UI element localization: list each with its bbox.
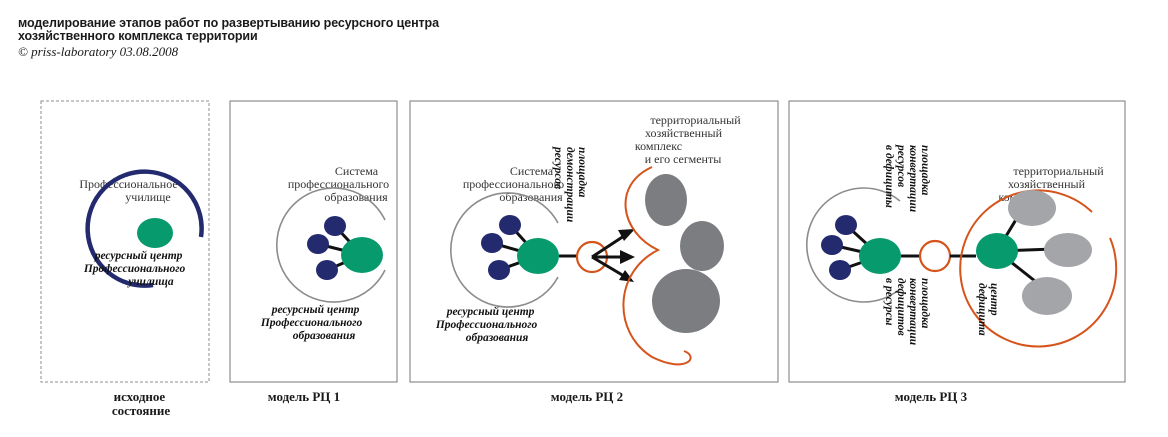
platform-ring: [918, 239, 952, 273]
panel-model-rc3: площадка конвертации ресурсов в дефициты…: [788, 100, 1126, 404]
label-education-system: Система профессионального образования: [288, 164, 392, 204]
label-territorial-complex: территориальный хозяйственный комплекс и…: [635, 113, 744, 166]
title-line-2: хозяйственного комплекса территории: [18, 29, 258, 43]
label-resource-center: ресурсный центр Профессионального училищ…: [83, 249, 188, 288]
segment: [1022, 277, 1072, 315]
navy-node: [307, 234, 329, 254]
system-ring: [450, 192, 559, 308]
deficit-center: [976, 233, 1018, 269]
panel-model-rc2: Система профессионального образования пл…: [409, 100, 779, 404]
label-resource-center: ресурсный центр Профессионального образо…: [260, 303, 365, 342]
caption-model-rc1: модель РЦ 1: [268, 389, 340, 404]
label-platform-res-to-def: площадка конвертации ресурсов в дефициты: [883, 144, 931, 215]
navy-node: [835, 215, 857, 235]
green-core: [517, 238, 559, 274]
system-ring: [806, 187, 901, 303]
segment: [1008, 190, 1056, 226]
segment: [645, 174, 687, 226]
navy-node: [499, 215, 521, 235]
green-core: [137, 218, 173, 248]
platform-demonstration: площадка демонстрации ресурсов: [552, 146, 635, 282]
panel-frame: [788, 100, 1126, 383]
green-core: [341, 237, 383, 273]
copyright: © priss-laboratory 03.08.2008: [18, 44, 179, 59]
caption-initial-state: исходное состояние: [112, 389, 171, 418]
title-line-1: моделирование этапов работ по развертыва…: [18, 16, 439, 30]
navy-node: [488, 260, 510, 280]
navy-node: [481, 233, 503, 253]
segment: [680, 221, 724, 271]
panel-frame: [229, 100, 398, 383]
label-deficit-center: центр дефицита: [976, 283, 1000, 336]
navy-node: [821, 235, 843, 255]
panel-initial-state: Профессиональное училище ресурсный центр…: [40, 100, 210, 418]
label-platform-def-to-res: площадка конвертации дефицитов в ресурсы: [883, 278, 931, 348]
territorial-complex: территориальный хозяйственный комплекс и…: [622, 113, 744, 366]
panel-frame: [409, 100, 779, 383]
system-ring: [276, 187, 386, 303]
label-resource-center: ресурсный центр Профессионального образо…: [435, 305, 540, 344]
territorial-complex: территориальный хозяйственный комплекс ц…: [959, 164, 1118, 348]
navy-node: [316, 260, 338, 280]
segment: [1044, 233, 1092, 267]
caption-model-rc3: модель РЦ 3: [895, 389, 968, 404]
segment: [652, 269, 720, 333]
label-education-system: Система профессионального образования: [463, 164, 567, 204]
navy-node: [324, 216, 346, 236]
complex-boundary: [622, 166, 692, 366]
school-ring: [85, 169, 204, 288]
caption-model-rc2: модель РЦ 2: [551, 389, 623, 404]
panel-frame: [40, 100, 210, 383]
navy-node: [829, 260, 851, 280]
panel-model-rc1: Система профессионального образования ре…: [229, 100, 398, 404]
label-platform-demo: площадка демонстрации ресурсов: [552, 146, 588, 225]
green-core: [859, 238, 901, 274]
